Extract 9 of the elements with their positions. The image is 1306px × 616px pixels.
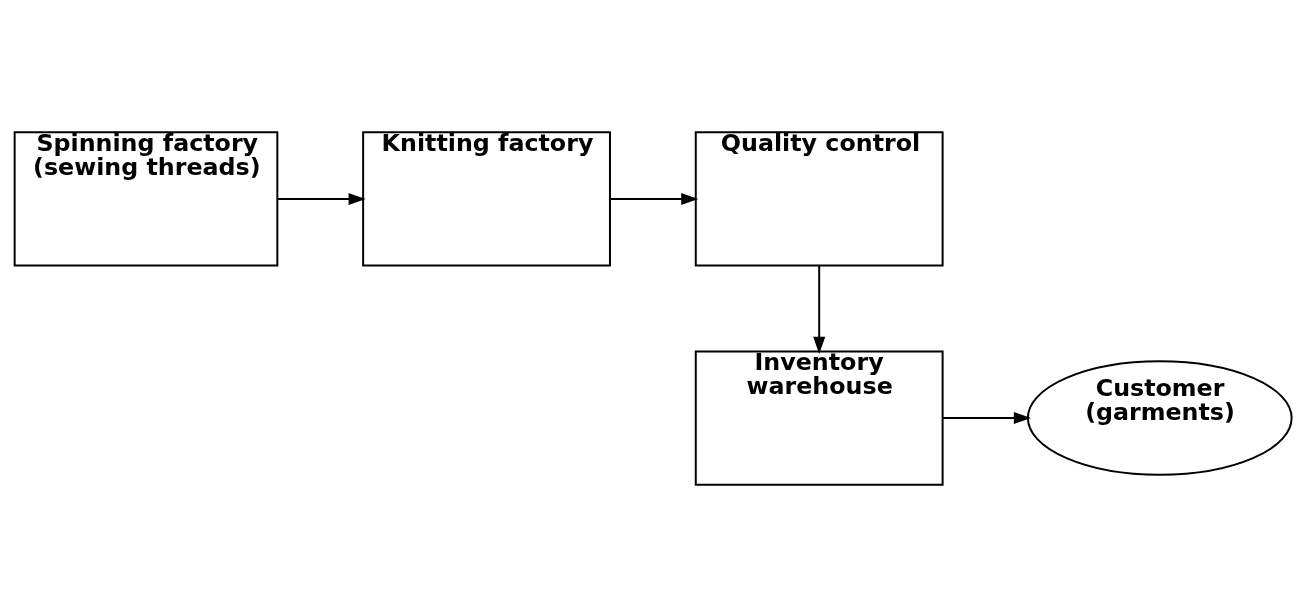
arrow	[276, 192, 366, 205]
node-box: Inventory warehouse	[694, 349, 944, 486]
arrow	[609, 192, 699, 205]
node-box: Spinning factory (sewing threads)	[13, 130, 279, 267]
node-ellipse: Customer (garments)	[1026, 359, 1293, 476]
node-box: Quality control	[694, 130, 944, 267]
arrow	[813, 264, 826, 354]
node-box: Knitting factory	[362, 130, 611, 267]
arrow	[941, 411, 1032, 424]
